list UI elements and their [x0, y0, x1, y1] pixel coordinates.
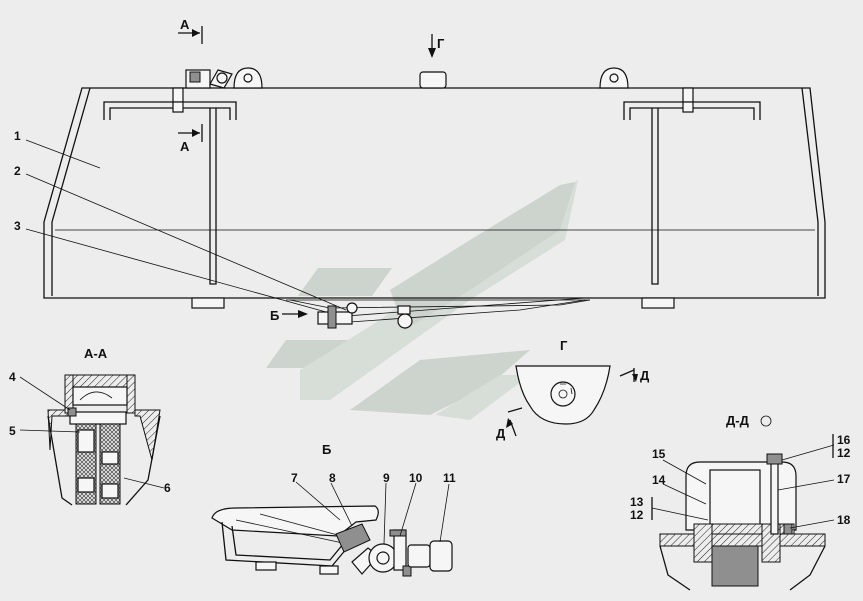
section-a-a	[47, 374, 161, 506]
callout-13: 13	[630, 495, 644, 509]
callout-12-bottom: 12	[630, 508, 644, 522]
callout-1: 1	[14, 129, 21, 143]
section-dd-title: Д-Д	[726, 413, 750, 428]
view-b	[211, 505, 453, 577]
callout-5: 5	[9, 424, 16, 438]
section-d-d	[659, 415, 826, 591]
callout-16: 16	[837, 433, 851, 447]
arrow-g-label: Г	[437, 36, 445, 51]
callout-10: 10	[409, 471, 423, 485]
callout-8: 8	[329, 471, 336, 485]
callout-7: 7	[291, 471, 298, 485]
view-g	[515, 365, 611, 425]
callout-12-top: 12	[837, 446, 851, 460]
watermark-logo	[266, 180, 578, 420]
callout-2: 2	[14, 164, 21, 178]
view-b-title: Б	[322, 442, 331, 457]
arrow-d-label: Д	[640, 368, 650, 383]
arrow-b-label: Б	[270, 308, 279, 323]
callout-6: 6	[164, 481, 171, 495]
callout-14: 14	[652, 473, 666, 487]
arrow-a-label: А	[180, 17, 190, 32]
callout-9: 9	[383, 471, 390, 485]
arrow-d-label-2: Д	[496, 426, 506, 441]
callout-4: 4	[9, 370, 16, 384]
callout-3: 3	[14, 219, 21, 233]
arrow-a-label-2: А	[180, 139, 190, 154]
leader-lines	[19, 139, 835, 545]
callout-15: 15	[652, 447, 666, 461]
labels: А А Г Б А-А Б Г Д Д Д-Д 1 2 3 4 5 6 7 8 …	[9, 17, 851, 527]
callout-11: 11	[443, 471, 456, 485]
view-g-title: Г	[560, 338, 568, 353]
callout-18: 18	[837, 513, 851, 527]
tank-main-view	[43, 67, 826, 329]
section-aa-title: А-А	[84, 346, 108, 361]
view-arrows	[178, 26, 638, 437]
callout-17: 17	[837, 472, 851, 486]
